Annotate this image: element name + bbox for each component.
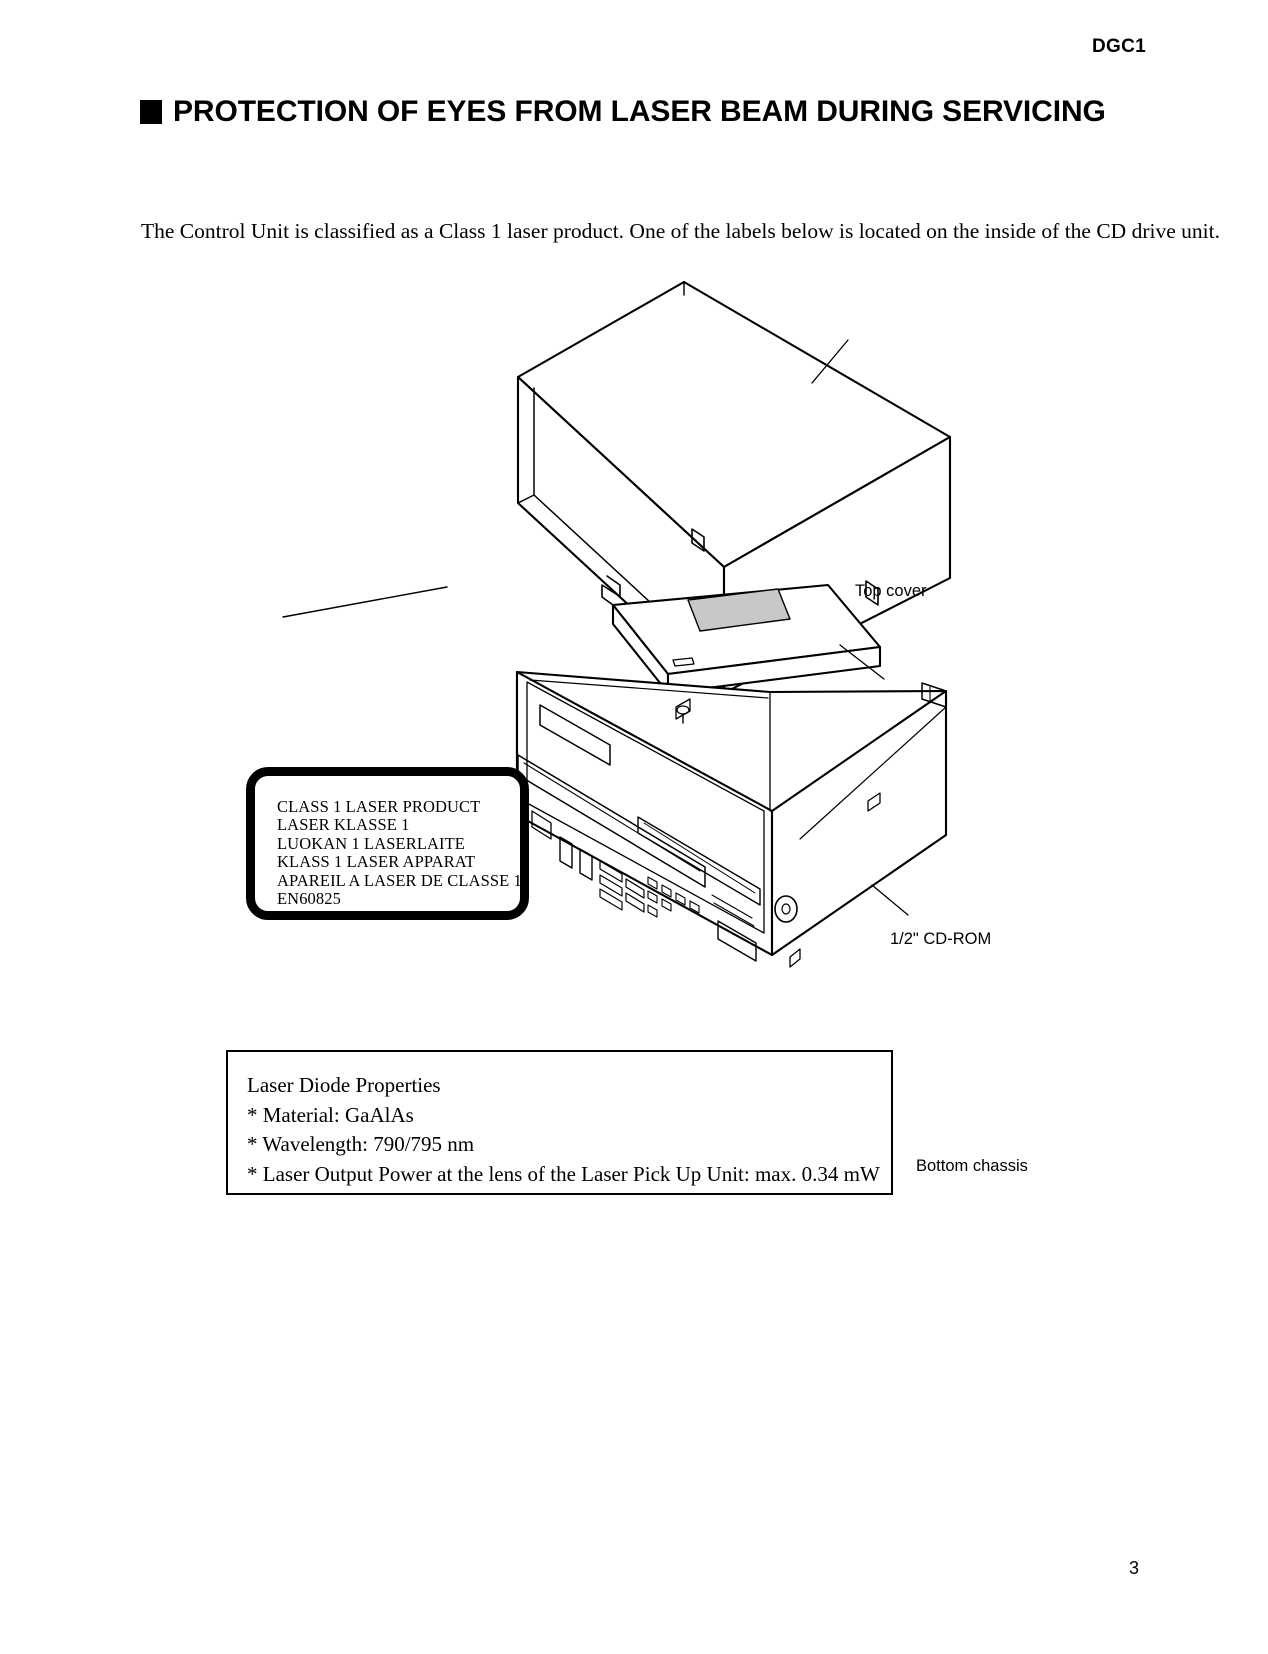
laser-label-line: LASER KLASSE 1 — [277, 815, 410, 835]
page-number: 3 — [1128, 1558, 1139, 1578]
callout-label-cdrom: 1/2" CD-ROM — [890, 930, 992, 948]
callout-label-top-cover: Top cover — [855, 582, 927, 600]
intro-paragraph: The Control Unit is classified as a Clas… — [141, 218, 1220, 243]
laser-diode-properties-box: Laser Diode Properties * Material: GaAlA… — [226, 1050, 893, 1195]
exploded-view-figure: CLASS 1 LASER PRODUCT LASER KLASSE 1 LUO… — [0, 255, 1268, 1175]
filled-square-bullet-icon — [140, 100, 162, 124]
properties-heading: Laser Diode Properties — [247, 1073, 441, 1097]
laser-label-location-patch — [687, 588, 791, 632]
cd-rom-drive-part — [601, 528, 882, 695]
laser-label-line: LUOKAN 1 LASERLAITE — [277, 833, 465, 853]
properties-item: * Laser Output Power at the lens of the … — [247, 1161, 880, 1186]
laser-warning-label: CLASS 1 LASER PRODUCT LASER KLASSE 1 LUO… — [246, 767, 529, 920]
laser-label-line: CLASS 1 LASER PRODUCT — [277, 797, 481, 816]
bottom-chassis-part — [514, 670, 948, 968]
laser-label-line: KLASS 1 LASER APPARAT — [277, 852, 476, 872]
laser-label-line: EN60825 — [277, 889, 341, 909]
properties-item: * Material: GaAlAs — [247, 1102, 414, 1127]
callout-leader-lines — [282, 339, 909, 916]
section-heading-text: PROTECTION OF EYES FROM LASER BEAM DURIN… — [173, 95, 1106, 128]
properties-item: * Wavelength: 790/795 nm — [247, 1132, 475, 1156]
document-model-code: DGC1 — [1092, 36, 1146, 57]
callout-label-bottom-chassis: Bottom chassis — [916, 1157, 1028, 1175]
exploded-view-drawing — [282, 280, 952, 968]
section-heading: PROTECTION OF EYES FROM LASER BEAM DURIN… — [140, 95, 1106, 129]
laser-label-line: APAREIL A LASER DE CLASSE 1 — [277, 870, 522, 890]
